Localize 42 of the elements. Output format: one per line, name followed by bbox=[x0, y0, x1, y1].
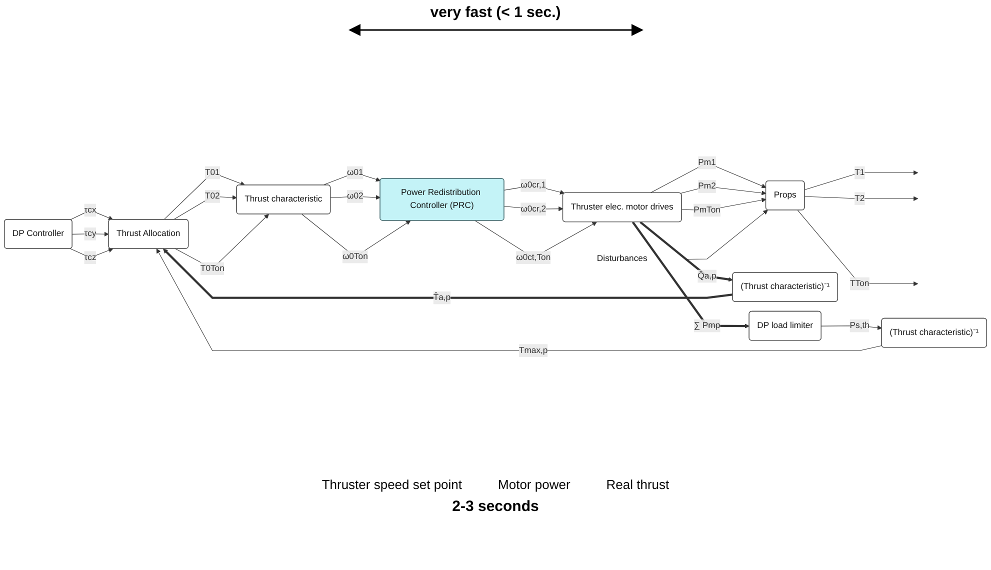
edge-label: ω02 bbox=[346, 192, 364, 202]
arrow bbox=[173, 195, 237, 220]
node-text: Disturbances bbox=[596, 254, 648, 264]
arrow bbox=[797, 210, 918, 286]
caption-text: 2-3 seconds bbox=[452, 498, 539, 515]
edge-label: TTon bbox=[850, 279, 870, 288]
edge-label: Q̂a,p bbox=[698, 272, 716, 281]
arrow bbox=[70, 248, 114, 258]
arrow bbox=[164, 172, 246, 220]
arrow bbox=[163, 248, 733, 300]
note-text: Real thrust bbox=[606, 477, 670, 492]
arrow bbox=[686, 210, 768, 260]
arrow bbox=[680, 186, 766, 196]
edge-label: ω0cr,2 bbox=[520, 204, 546, 214]
arrow bbox=[804, 170, 918, 190]
edge-label: τcz bbox=[84, 253, 96, 262]
edge-label: ω0cr,1 bbox=[520, 180, 546, 190]
edge-label: T1 bbox=[854, 168, 865, 178]
edge-label: T02 bbox=[204, 192, 220, 202]
arrow bbox=[804, 196, 918, 202]
arrow bbox=[640, 222, 734, 282]
edge-label: Pm2 bbox=[698, 182, 716, 192]
edge-label: PmTon bbox=[694, 206, 720, 215]
note-text: Thruster speed set point bbox=[322, 477, 462, 492]
arrow bbox=[632, 222, 750, 329]
edge-label: Pm1 bbox=[698, 158, 716, 168]
edge-label: ∑ Pmp bbox=[694, 321, 720, 330]
arrow bbox=[156, 248, 882, 352]
edge-label: τcy bbox=[84, 229, 96, 239]
title-text: very fast (< 1 sec.) bbox=[430, 4, 561, 21]
edge-label: T̂a,p bbox=[433, 293, 451, 302]
note-text: Motor power bbox=[498, 477, 570, 492]
edge-label: Tmax,p bbox=[518, 346, 548, 356]
edge-label: ω0ct,Ton bbox=[516, 253, 551, 262]
edge-label: T01 bbox=[204, 168, 220, 178]
edge-label: τcx bbox=[84, 206, 96, 215]
edge-label: T0Ton bbox=[200, 264, 224, 274]
edge-label: ω0Ton bbox=[342, 252, 368, 262]
edge-label: T2 bbox=[854, 194, 865, 204]
edge-label: Ps,th bbox=[850, 321, 870, 330]
edge-label: ω01 bbox=[346, 168, 364, 178]
arrow bbox=[821, 326, 882, 330]
